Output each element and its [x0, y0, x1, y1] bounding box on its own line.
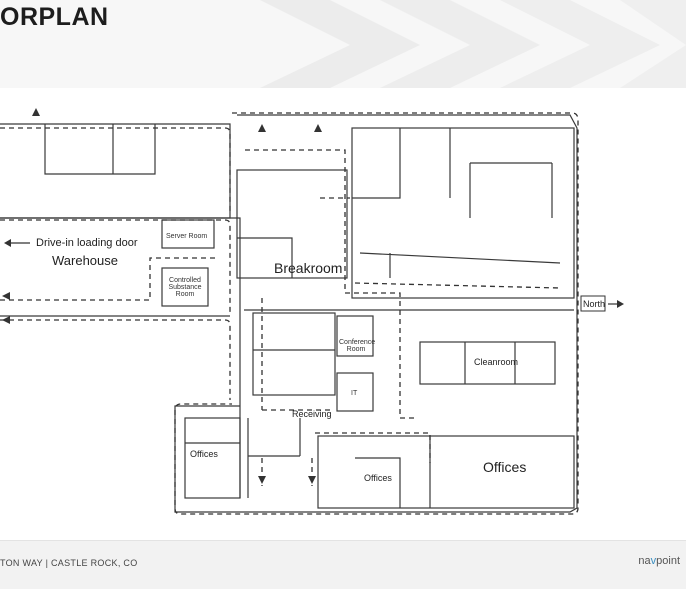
wall-cleanroom: [419, 341, 556, 385]
brand-logo: navpoint: [638, 555, 680, 567]
north-pointer: [580, 295, 624, 312]
wall-left-upper: [0, 123, 231, 219]
wall-it: [336, 372, 374, 412]
label-drive-in: Drive-in loading door: [36, 237, 138, 249]
wall-server-room: [161, 219, 215, 249]
wall-top-left-offices: [44, 124, 156, 175]
floorplan-drawing: [0, 108, 624, 515]
exit-markers: [2, 108, 322, 484]
header-chevron-pattern: [260, 0, 686, 88]
wall-lower-left-offices: [184, 417, 241, 499]
label-conference-room: Conference Room: [339, 339, 376, 353]
page-title: ORPLAN: [0, 3, 109, 31]
brand-accent: v: [650, 555, 657, 567]
label-north: North: [583, 299, 606, 309]
wall-upper-right: [351, 127, 575, 299]
label-offices-center: Offices: [364, 473, 392, 483]
header-banner: ORPLAN: [0, 0, 686, 88]
label-offices-right: Offices: [483, 459, 527, 475]
brand-prefix: na: [638, 555, 651, 567]
egress-routes: [0, 112, 579, 515]
label-warehouse: Warehouse: [52, 253, 118, 268]
footer-bar: TON WAY | CASTLE ROCK, CO navpoint: [0, 540, 686, 589]
wall-controlled-room: [161, 267, 209, 307]
label-breakroom: Breakroom: [274, 260, 343, 276]
wall-conference: [336, 315, 374, 357]
wall-restrooms: [252, 312, 336, 396]
wall-lower-right: [317, 435, 575, 509]
brand-suffix: point: [656, 555, 680, 567]
drive-in-arrow: [4, 239, 30, 247]
label-controlled-substance: Controlled Substance Room: [168, 277, 202, 298]
label-cleanroom: Cleanroom: [474, 357, 519, 367]
floorplan: Drive-in loading door Warehouse Server R…: [0, 88, 686, 540]
label-receiving: Receiving: [292, 409, 332, 419]
label-server-room: Server Room: [166, 233, 208, 240]
wall-main-outline: [174, 114, 578, 513]
wall-receiving: [247, 418, 301, 498]
label-it: IT: [351, 390, 358, 397]
label-offices-left: Offices: [190, 449, 218, 459]
footer-address: TON WAY | CASTLE ROCK, CO: [0, 558, 138, 568]
wall-warehouse-right: [0, 217, 241, 498]
